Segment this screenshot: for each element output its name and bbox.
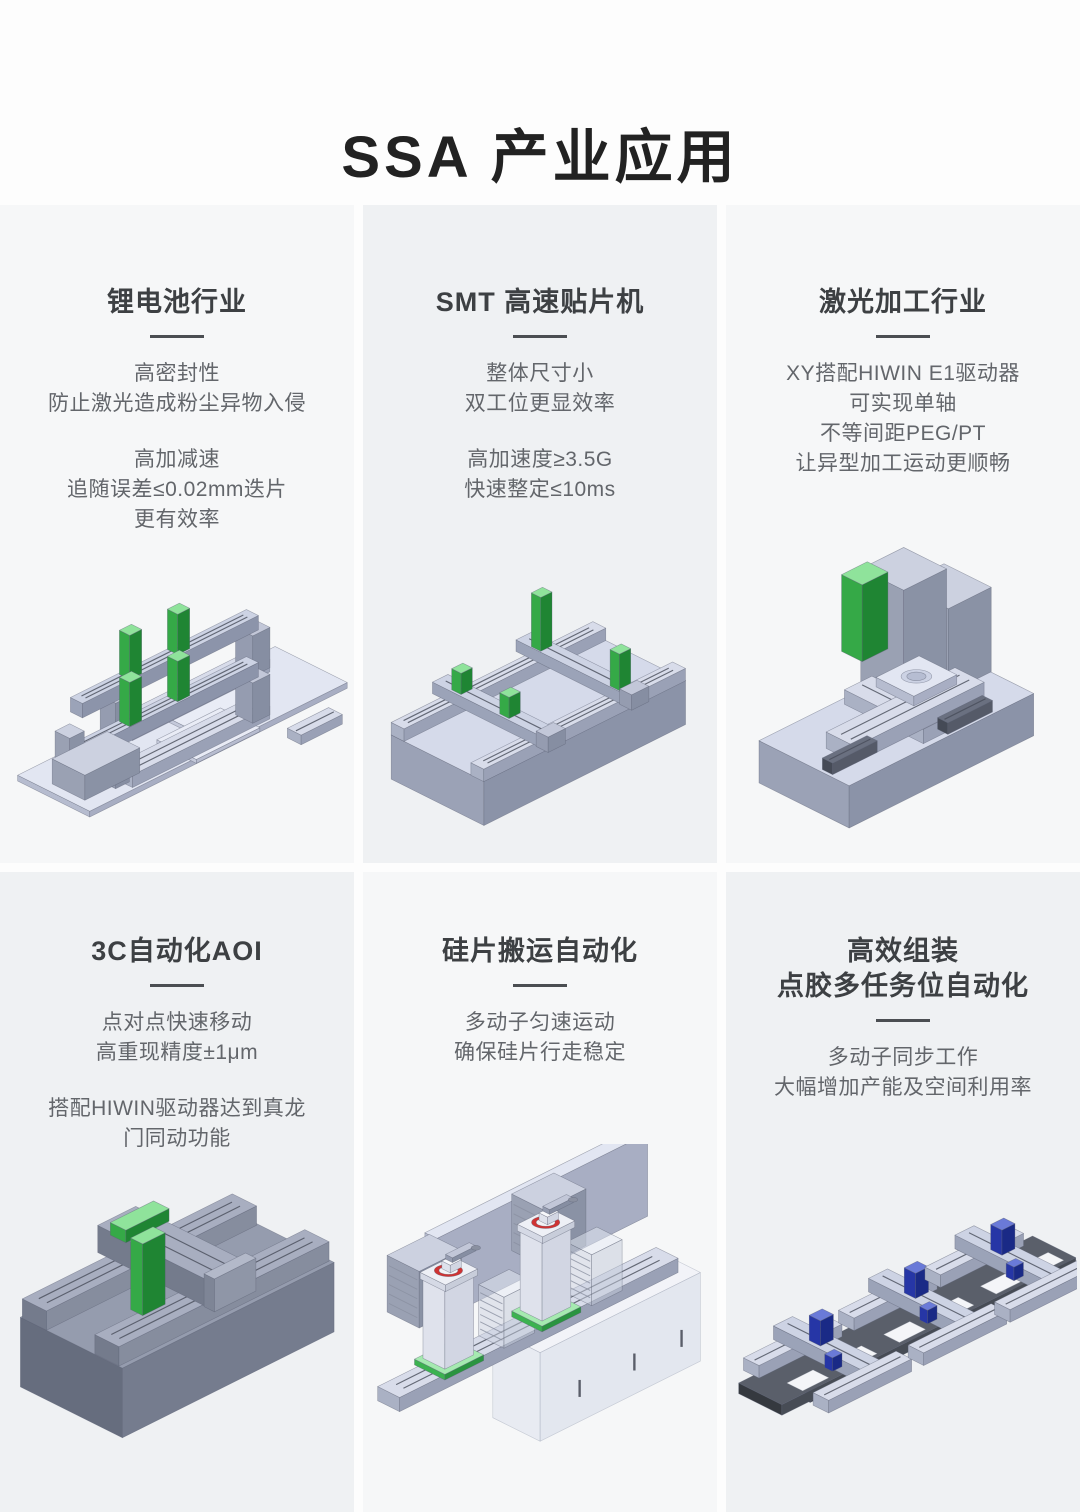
line-gap: [363, 419, 717, 445]
description-line: 高加减速: [134, 448, 220, 471]
panel-description: 高密封性 防止激光造成粉尘异物入侵 高加减速 追随误差≤0.02mm迭片 更有效…: [0, 359, 354, 535]
machine-figure: [729, 541, 1077, 829]
description-line: 大幅增加产能及空间利用率: [774, 1076, 1032, 1099]
panel-title-line2: 点胶多任务位自动化: [777, 971, 1029, 1001]
panel-wafer-transfer: 硅片搬运自动化 多动子匀速运动 确保硅片行走稳定: [363, 872, 717, 1512]
panel-title: 硅片搬运自动化: [442, 936, 638, 966]
description-line: 门同动功能: [123, 1127, 231, 1150]
panel-smt-placement: SMT 高速贴片机 整体尺寸小 双工位更显效率 高加速度≥3.5G 快速整定≤1…: [363, 205, 717, 863]
conveyor-machine-illustration: [738, 1217, 1077, 1416]
description-line: 快速整定≤10ms: [464, 478, 616, 501]
wafer-machine-illustration: [377, 1144, 701, 1442]
panel-title: 激光加工行业: [819, 287, 987, 317]
line-gap: [0, 1068, 354, 1094]
title-divider: [150, 984, 204, 987]
description-line: 高密封性: [134, 362, 220, 385]
title-divider: [513, 984, 567, 987]
panel-lithium-battery: 锂电池行业 高密封性 防止激光造成粉尘异物入侵 高加减速 追随误差≤0.02mm…: [0, 205, 354, 863]
machine-figure: [366, 541, 714, 829]
panel-title: 锂电池行业: [107, 287, 247, 317]
description-line: 多动子同步工作: [827, 1046, 979, 1069]
description-line: 多动子匀速运动: [464, 1011, 616, 1034]
description-line: 更有效率: [134, 508, 220, 531]
description-line: 可实现单轴: [849, 392, 957, 415]
description-line: 让异型加工运动更顺畅: [795, 452, 1011, 475]
smt-machine-illustration: [390, 586, 686, 826]
description-line: 高重现精度±1μm: [95, 1041, 259, 1064]
panel-title: SMT 高速贴片机: [435, 287, 645, 317]
description-line: 整体尺寸小: [486, 362, 594, 385]
panel-laser-processing: 激光加工行业 XY搭配HIWIN E1驱动器 可实现单轴 不等间距PEG/PT …: [726, 205, 1080, 863]
line-gap: [0, 419, 354, 445]
description-line: 搭配HIWIN驱动器达到真龙: [48, 1097, 306, 1120]
description-line: 点对点快速移动: [101, 1011, 253, 1034]
title-divider: [876, 335, 930, 338]
panel-description: 整体尺寸小 双工位更显效率 高加速度≥3.5G 快速整定≤10ms: [363, 359, 717, 505]
panel-description: 多动子匀速运动 确保硅片行走稳定: [363, 1008, 717, 1068]
lithium-battery-machine-illustration: [17, 602, 348, 818]
description-line: 双工位更显效率: [464, 392, 616, 415]
title-divider: [876, 1019, 930, 1022]
applications-grid: 锂电池行业 高密封性 防止激光造成粉尘异物入侵 高加减速 追随误差≤0.02mm…: [0, 205, 1080, 1512]
aoi-machine-illustration: [20, 1193, 335, 1439]
page-title: SSA 产业应用: [341, 125, 739, 190]
panel-3c-aoi: 3C自动化AOI 点对点快速移动 高重现精度±1μm 搭配HIWIN驱动器达到真…: [0, 872, 354, 1512]
panel-title: 3C自动化AOI: [91, 936, 263, 966]
panel-dispensing-assembly: 高效组装 点胶多任务位自动化 多动子同步工作 大幅增加产能及空间利用率: [726, 872, 1080, 1512]
machine-figure: [3, 1144, 351, 1446]
description-line: XY搭配HIWIN E1驱动器: [786, 362, 1020, 385]
description-line: 追随误差≤0.02mm迭片: [67, 478, 287, 501]
panel-description: 点对点快速移动 高重现精度±1μm 搭配HIWIN驱动器达到真龙 门同动功能: [0, 1008, 354, 1154]
description-line: 高加速度≥3.5G: [467, 448, 613, 471]
title-divider: [150, 335, 204, 338]
machine-figure: [3, 541, 351, 829]
description-line: 防止激光造成粉尘异物入侵: [48, 392, 306, 415]
machine-figure: [366, 1144, 714, 1446]
machine-figure: [729, 1144, 1077, 1446]
description-line: 确保硅片行走稳定: [454, 1041, 626, 1064]
laser-machine-illustration: [758, 547, 1034, 829]
panel-title: 高效组装: [847, 936, 959, 966]
description-line: 不等间距PEG/PT: [819, 422, 987, 445]
panel-description: XY搭配HIWIN E1驱动器 可实现单轴 不等间距PEG/PT 让异型加工运动…: [726, 359, 1080, 479]
page-header: SSA 产业应用: [0, 0, 1080, 205]
panel-description: 多动子同步工作 大幅增加产能及空间利用率: [726, 1043, 1080, 1103]
title-divider: [513, 335, 567, 338]
